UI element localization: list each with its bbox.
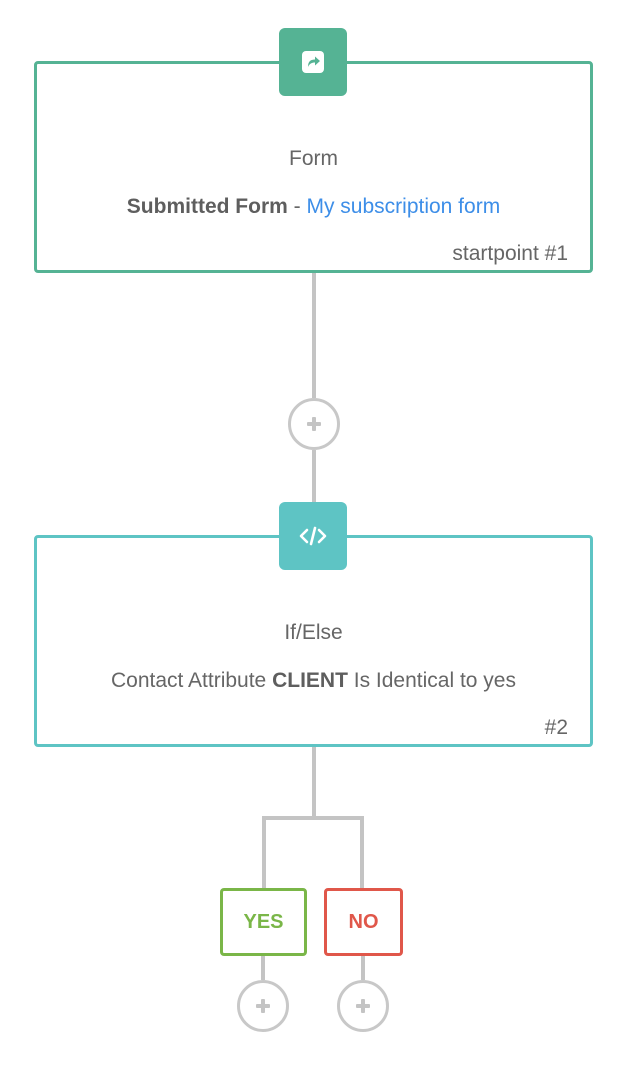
node-id-label: startpoint #1 (452, 242, 568, 265)
share-arrow-icon (302, 51, 324, 73)
connector-line (312, 450, 316, 505)
connector-line (261, 954, 265, 980)
code-icon (299, 526, 327, 546)
connector-line (312, 272, 316, 398)
form-link[interactable]: My subscription form (306, 195, 501, 218)
node-description: Submitted Form - My subscription form (37, 195, 590, 219)
connector-line (361, 954, 365, 980)
plus-icon (356, 999, 370, 1013)
if-else-node-badge (279, 502, 347, 570)
branch-connector-horizontal (262, 816, 364, 820)
node-description: Contact Attribute CLIENT Is Identical to… (37, 669, 590, 693)
no-branch[interactable]: NO (324, 888, 403, 956)
node-title: If/Else (284, 621, 343, 644)
yes-branch[interactable]: YES (220, 888, 307, 956)
trigger-type: Submitted Form (126, 195, 288, 218)
add-step-yes-button[interactable] (237, 980, 289, 1032)
condition-prefix: Contact Attribute (110, 669, 273, 692)
add-step-button[interactable] (288, 398, 340, 450)
connector-line (312, 746, 316, 818)
add-step-no-button[interactable] (337, 980, 389, 1032)
plus-icon (307, 417, 321, 431)
plus-icon (256, 999, 270, 1013)
node-id-label: #2 (544, 716, 568, 739)
condition-suffix: Is Identical to yes (347, 669, 516, 692)
branch-connector-yes (262, 816, 266, 890)
node-title: Form (289, 147, 338, 170)
form-node-badge (279, 28, 347, 96)
branch-connector-no (360, 816, 364, 890)
condition-attribute: CLIENT (272, 669, 348, 692)
form-startpoint-node[interactable]: Form Submitted Form - My subscription fo… (34, 61, 593, 273)
if-else-node[interactable]: If/Else Contact Attribute CLIENT Is Iden… (34, 535, 593, 747)
separator: - (287, 195, 307, 218)
